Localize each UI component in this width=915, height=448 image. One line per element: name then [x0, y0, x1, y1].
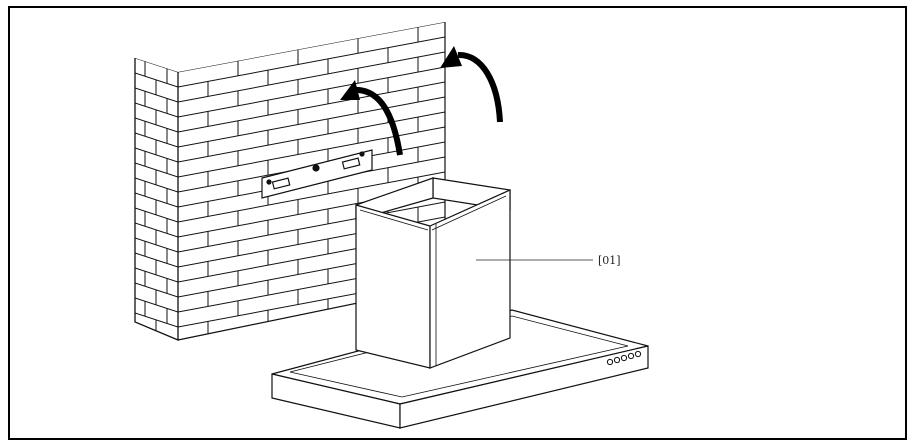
callout-label: [01]	[598, 254, 621, 267]
rotation-arrow-icon	[440, 46, 503, 123]
control-buttons-icon	[606, 350, 642, 366]
rotation-arrow-icon	[340, 80, 403, 156]
wall-bracket-icon	[261, 149, 373, 199]
callout-01: [01]	[476, 254, 621, 267]
chimney-cover-icon	[355, 177, 511, 369]
